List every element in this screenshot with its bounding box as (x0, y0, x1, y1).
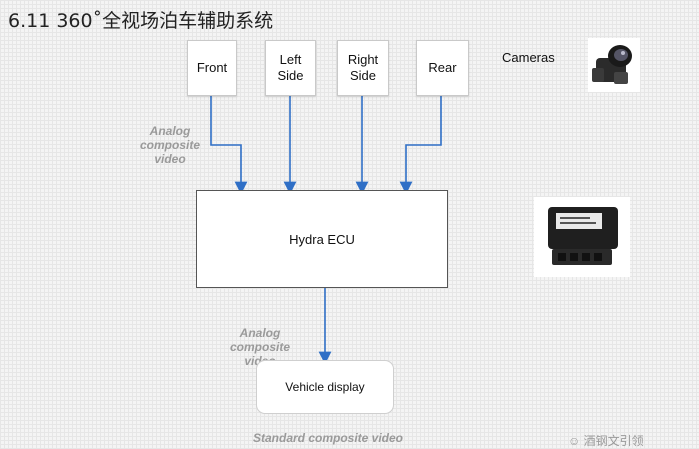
camera-label-front: Front (196, 60, 228, 75)
watermark: ☺ 酒钢文引领 (568, 434, 644, 448)
camera-label-right-side: Right Side (347, 52, 379, 83)
vehicle-display-label: Vehicle display (285, 380, 365, 394)
analog-composite-label-inputs: Analog composite video (139, 124, 200, 166)
camera-box-right-side: Right Side (337, 40, 389, 96)
hydra-ecu-box: Hydra ECU (196, 190, 448, 288)
camera-label-rear: Rear (428, 60, 457, 75)
camera-photo (588, 38, 640, 92)
cameras-label: Cameras (502, 50, 555, 65)
vehicle-display-box: Vehicle display (256, 360, 394, 414)
camera-label-left-side: Left Side (277, 52, 304, 83)
standard-composite-label: Standard composite video (252, 431, 404, 445)
ecu-photo (534, 197, 630, 277)
camera-box-front: Front (187, 40, 237, 96)
camera-box-rear: Rear (416, 40, 469, 96)
arrow-front (210, 95, 248, 195)
camera-box-left-side: Left Side (265, 40, 316, 96)
ecu-label: Hydra ECU (289, 231, 355, 247)
arrow-rear (399, 95, 442, 195)
page-title: 6.11 360˚全视场泊车辅助系统 (8, 10, 274, 32)
